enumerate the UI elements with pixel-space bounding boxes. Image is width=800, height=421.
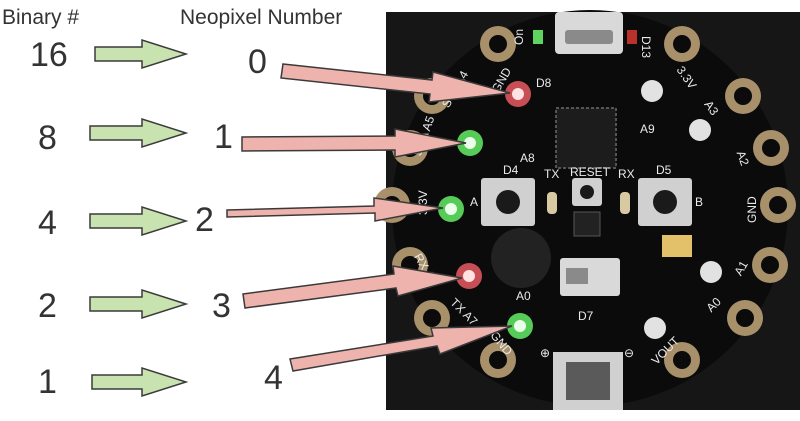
label-d13: D13 xyxy=(639,36,653,58)
sensor-bottom xyxy=(644,317,666,339)
green-arrow-2 xyxy=(89,288,189,320)
binary-value-2: 2 xyxy=(38,287,57,325)
green-arrow-4 xyxy=(89,205,189,237)
pink-arrow-3 xyxy=(242,265,463,309)
neopixel-number-3: 3 xyxy=(212,287,231,325)
label-a0: A0 xyxy=(516,289,531,303)
label-d5: D5 xyxy=(656,163,672,177)
green-arrow-8 xyxy=(89,117,189,149)
neopixel-number-1: 1 xyxy=(214,118,233,156)
sensor-right xyxy=(689,119,711,141)
microcontroller-chip xyxy=(555,107,617,169)
label-rx-top: RX xyxy=(618,167,635,181)
speaker xyxy=(491,228,551,288)
slide-switch xyxy=(560,258,620,296)
label-reset: RESET xyxy=(570,165,611,179)
pink-arrow-0 xyxy=(280,63,511,103)
green-arrow-1 xyxy=(91,366,189,398)
sensor-top-right xyxy=(641,80,663,102)
sensor-right-lower xyxy=(700,261,722,283)
label-button-a: A xyxy=(470,195,478,209)
pink-arrow-2 xyxy=(226,197,444,222)
header-binary: Binary # xyxy=(2,6,80,29)
binary-value-16: 16 xyxy=(30,36,68,74)
green-arrows xyxy=(89,38,189,398)
pink-arrow-1 xyxy=(241,128,467,158)
label-plus: ⊕ xyxy=(540,346,550,360)
pink-arrows xyxy=(226,63,513,372)
binary-value-4: 4 xyxy=(38,204,57,242)
label-minus: ⊖ xyxy=(624,346,634,360)
pink-arrow-4 xyxy=(289,325,513,372)
label-a1: A1 xyxy=(731,258,751,278)
label-a9: A9 xyxy=(640,122,655,136)
label-on: On xyxy=(512,29,526,45)
neopixel-number-0: 0 xyxy=(248,43,267,81)
label-d8: D8 xyxy=(536,76,552,90)
label-tx-top: TX xyxy=(544,167,559,181)
label-gnd-right: GND xyxy=(745,196,759,223)
binary-value-8: 8 xyxy=(38,119,57,157)
label-d7: D7 xyxy=(578,309,594,323)
label-button-b: B xyxy=(695,195,703,209)
label-d4: D4 xyxy=(503,163,519,177)
header-neopixel: Neopixel Number xyxy=(180,6,343,29)
neopixel-number-4: 4 xyxy=(264,359,283,397)
label-a8: A8 xyxy=(520,151,535,165)
label-a2: A2 xyxy=(734,149,752,168)
binary-value-1: 1 xyxy=(38,363,57,401)
green-arrow-16 xyxy=(94,38,189,70)
board-body xyxy=(392,10,788,406)
neopixel-number-2: 2 xyxy=(195,201,214,239)
